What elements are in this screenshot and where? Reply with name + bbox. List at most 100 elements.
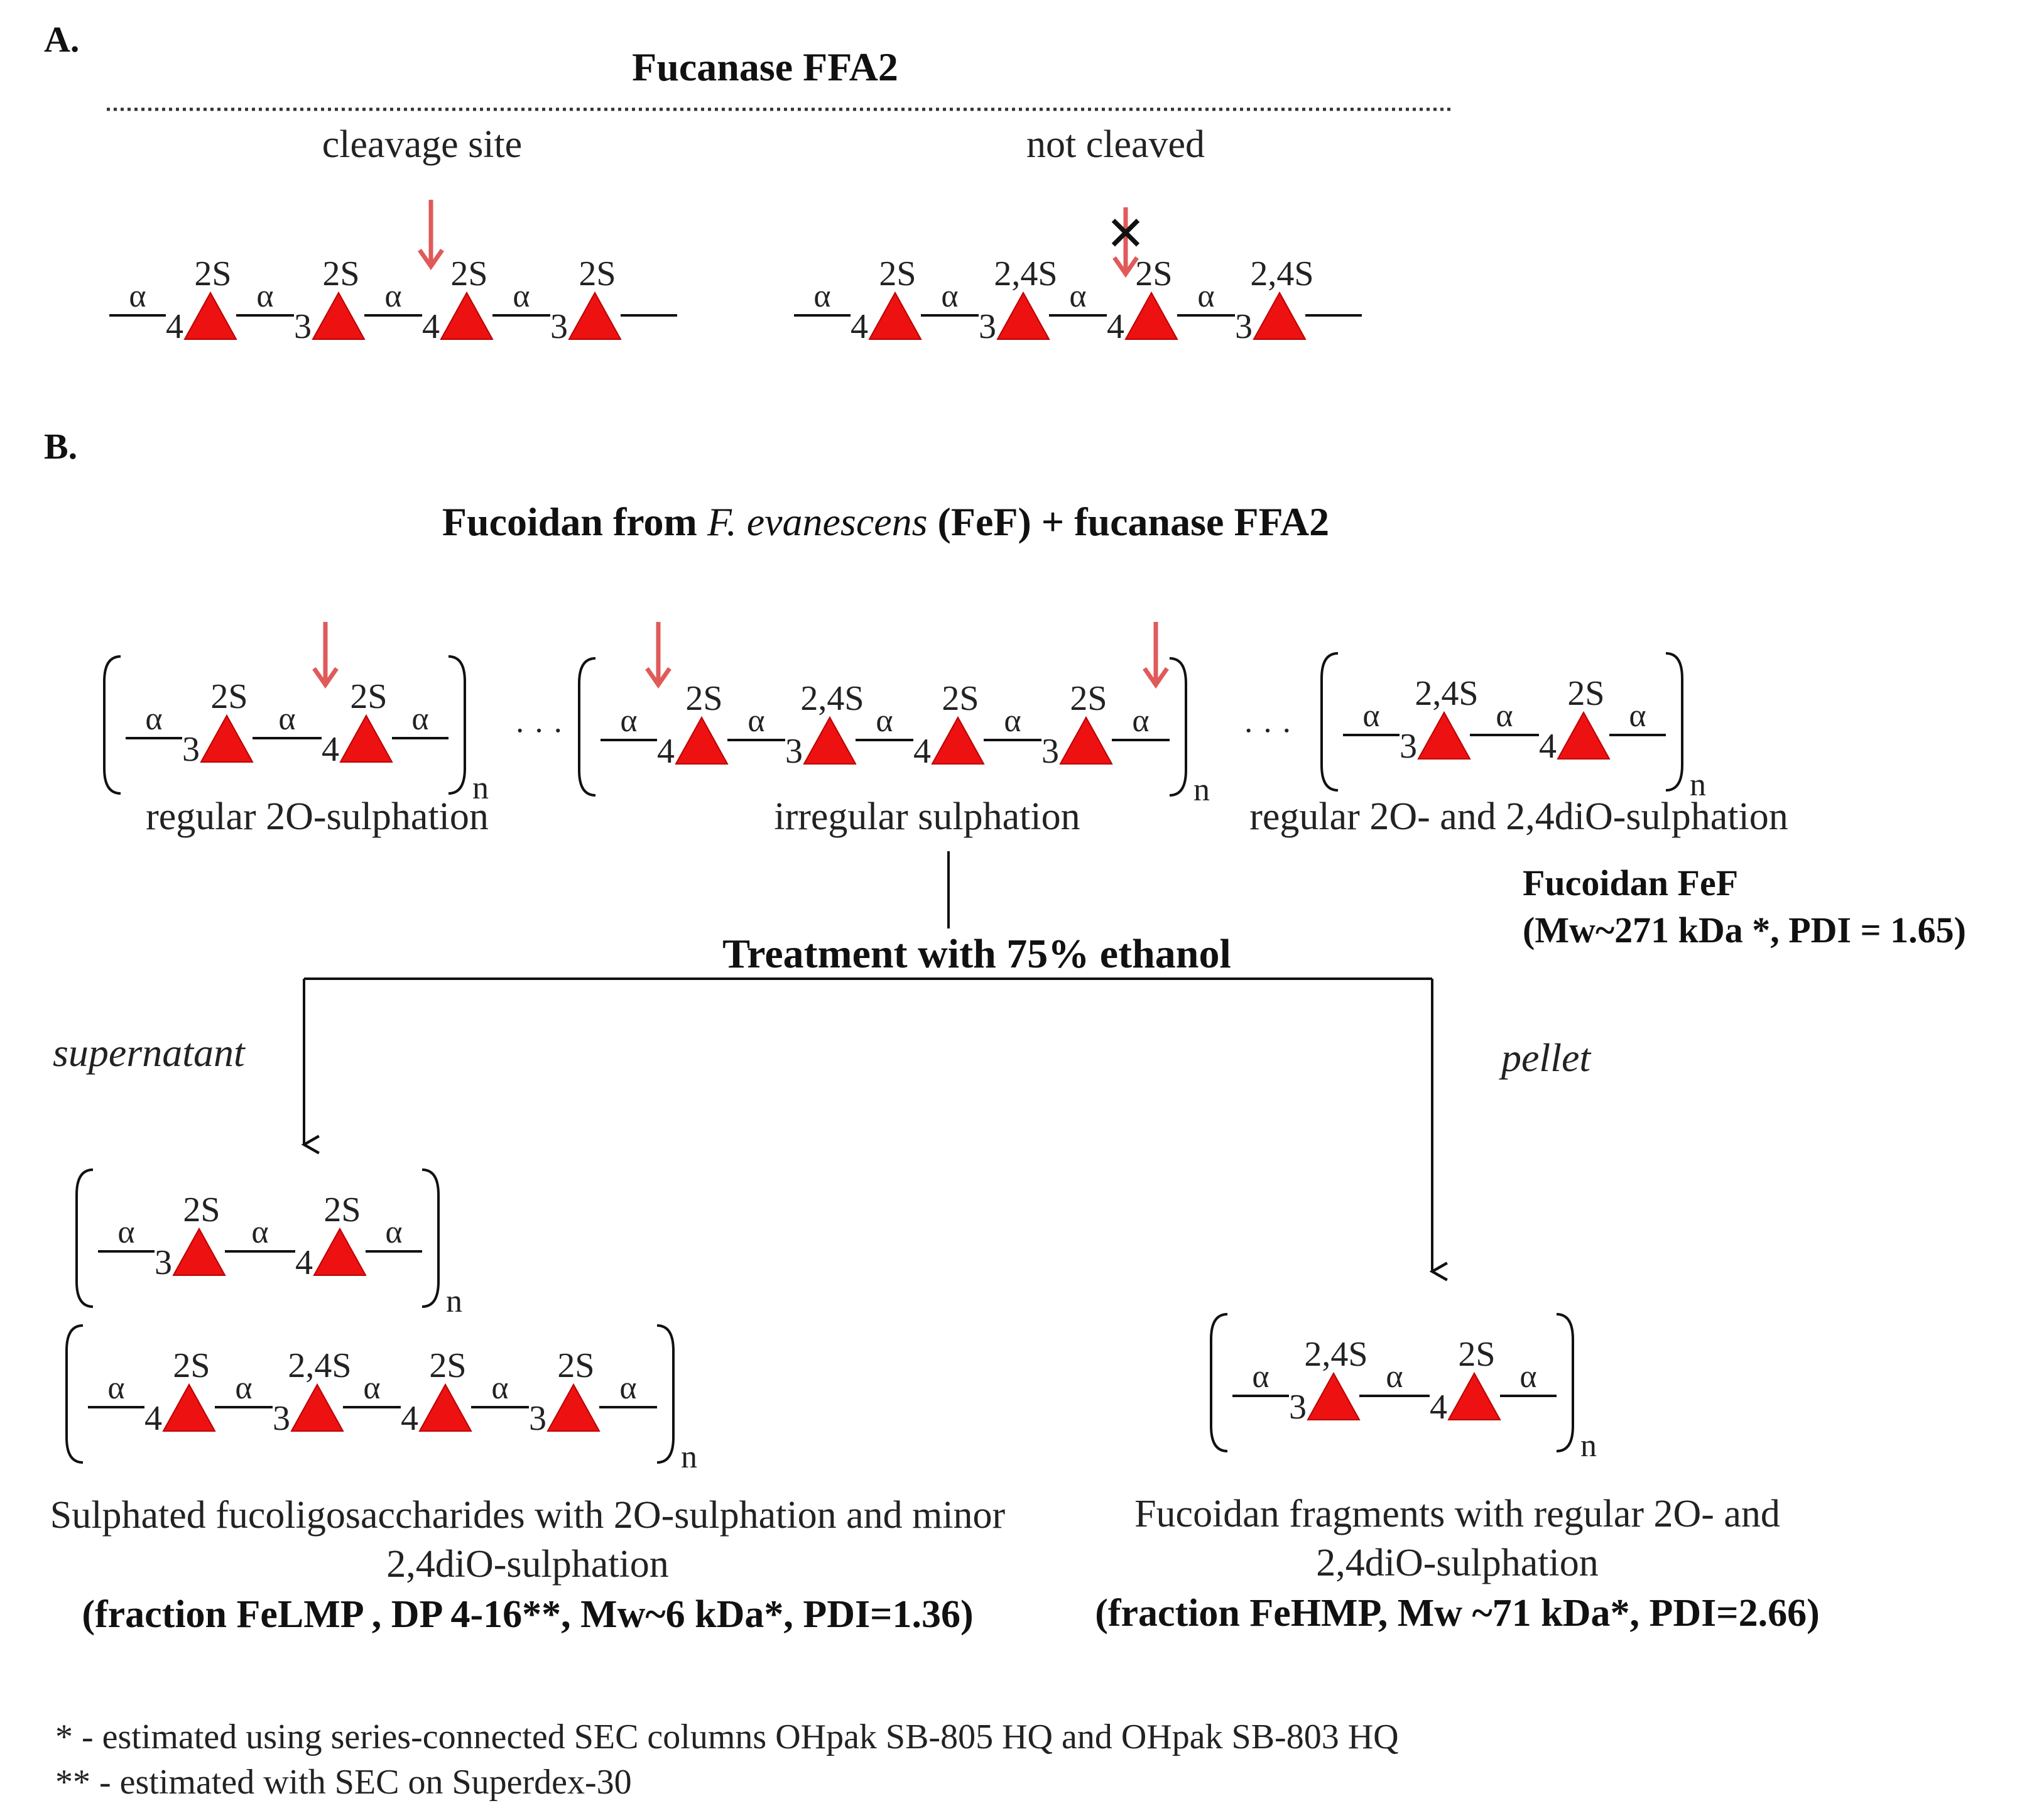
sulfate-label: 2S <box>429 1346 466 1385</box>
fucose-triangle <box>1417 710 1471 760</box>
left-bracket <box>1210 1313 1228 1452</box>
cleavage-arrow-a-head <box>418 249 444 271</box>
title-part-2: (FeF) + fucanase FFA2 <box>928 499 1330 544</box>
lmp-properties: (fraction FeLMP , DP 4-16**, Mw~6 kDa*, … <box>82 1593 973 1636</box>
alpha-label: α <box>1362 698 1379 734</box>
cleavage-site-caption: cleavage site <box>322 123 522 166</box>
linkage-position: 3 <box>273 1399 290 1438</box>
fucose-triangle <box>183 291 237 340</box>
right-bracket <box>656 1324 675 1464</box>
sulfate-label: 2S <box>350 677 387 716</box>
treatment-label: Treatment with 75% ethanol <box>722 931 1231 977</box>
linkage-position: 4 <box>166 307 183 346</box>
linkage-position: 4 <box>322 730 339 769</box>
fucose-triangle <box>162 1383 216 1432</box>
fucose-triangle <box>803 716 857 765</box>
alpha-label: α <box>747 703 764 739</box>
fucose-triangle <box>1253 291 1307 340</box>
alpha-label: α <box>411 701 428 737</box>
alpha-label: α <box>251 1214 268 1250</box>
lmp-description-line2: 2,4diO-sulphation <box>386 1543 668 1586</box>
left-bracket <box>578 657 596 797</box>
sulfate-label: 2,4S <box>288 1346 351 1385</box>
sulfate-label: 2S <box>557 1346 594 1385</box>
linkage-position: 3 <box>1041 732 1059 771</box>
footnote-2: ** - estimated with SEC on Superdex-30 <box>55 1763 632 1802</box>
alpha-label: α <box>813 278 830 314</box>
sulfate-label: 2S <box>879 254 916 293</box>
motif2-caption: irregular sulphation <box>774 795 1080 838</box>
linkage-position: 3 <box>550 307 568 346</box>
left-bracket <box>65 1324 84 1464</box>
linkage-position: 4 <box>1430 1388 1447 1427</box>
fucose-triangle <box>1059 716 1113 765</box>
sulfate-label: 2,4S <box>1304 1335 1367 1374</box>
alpha-label: α <box>278 701 295 737</box>
alpha-label: α <box>619 1370 636 1406</box>
sulfate-label: 2S <box>322 254 359 293</box>
right-bracket <box>1556 1313 1574 1452</box>
fucose-triangle <box>418 1383 472 1432</box>
alpha-label: α <box>1519 1359 1536 1395</box>
fucose-triangle <box>1447 1371 1501 1420</box>
linkage-position: 3 <box>529 1399 546 1438</box>
left-bracket <box>103 655 121 795</box>
repeat-subscript: n <box>681 1439 697 1475</box>
sulfate-label: 2S <box>183 1190 220 1229</box>
alpha-label: α <box>1197 278 1214 314</box>
sulfate-label: 2,4S <box>1250 254 1313 293</box>
alpha-label: α <box>117 1214 134 1250</box>
motif3-caption: regular 2O- and 2,4diO-sulphation <box>1249 795 1788 838</box>
alpha-label: α <box>1069 278 1086 314</box>
right-bracket <box>421 1168 440 1308</box>
alpha-label: α <box>1132 703 1149 739</box>
left-bracket <box>75 1168 94 1308</box>
fucose-triangle <box>868 291 922 340</box>
linkage-position: 3 <box>1400 727 1417 766</box>
linkage-position: 3 <box>155 1243 172 1282</box>
alpha-label: α <box>941 278 958 314</box>
hmp-properties: (fraction FeHMP, Mw ~71 kDa*, PDI=2.66) <box>1095 1592 1820 1635</box>
alpha-label: α <box>129 278 146 314</box>
linkage-position: 4 <box>422 307 440 346</box>
alpha-label: α <box>513 278 530 314</box>
sulfate-label: 2S <box>579 254 616 293</box>
alpha-label: α <box>1004 703 1021 739</box>
repeat-subscript: n <box>1193 772 1210 808</box>
linkage-position: 3 <box>979 307 996 346</box>
species-name: F. evanescens <box>707 499 928 544</box>
left-bracket <box>1320 652 1339 792</box>
alpha-label: α <box>1629 698 1646 734</box>
fucose-triangle <box>931 716 985 765</box>
right-bracket <box>1169 657 1187 797</box>
hmp-description-line2: 2,4diO-sulphation <box>1316 1542 1598 1584</box>
alpha-label: α <box>1496 698 1513 734</box>
linkage-position: 3 <box>294 307 312 346</box>
linkage-position: 4 <box>657 732 675 771</box>
fucose-triangle <box>200 714 254 763</box>
linkage-position: 4 <box>1539 727 1557 766</box>
sulfate-label: 2,4S <box>994 254 1057 293</box>
title-part-1: Fucoidan from <box>442 499 707 544</box>
linkage-position: 4 <box>295 1243 313 1282</box>
fucose-triangle <box>1557 710 1611 760</box>
ellipsis-2: · · · <box>1243 713 1292 749</box>
motif1-caption: regular 2O-sulphation <box>146 795 489 838</box>
fucose-triangle <box>312 291 366 340</box>
alpha-label: α <box>107 1370 124 1406</box>
ellipsis-1: · · · <box>514 713 563 749</box>
sulfate-label: 2S <box>194 254 231 293</box>
sulfate-label: 2S <box>173 1346 210 1385</box>
footnote-1: * - estimated using series-connected SEC… <box>55 1718 1399 1756</box>
alpha-label: α <box>620 703 637 739</box>
fucose-triangle <box>339 714 393 763</box>
sulfate-label: 2S <box>1458 1335 1495 1374</box>
fucose-triangle <box>440 291 494 340</box>
